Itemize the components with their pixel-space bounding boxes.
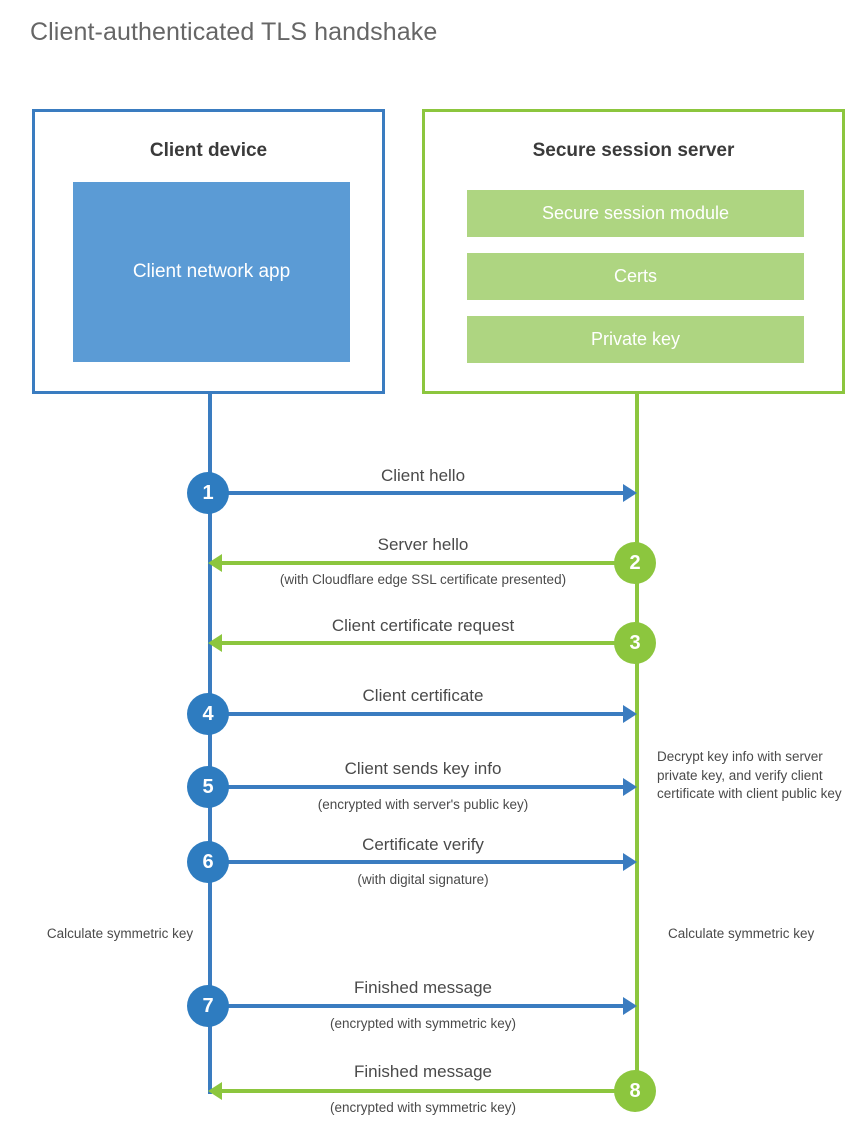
step-5-arrow-head-icon (623, 778, 637, 796)
step-2-arrow-line (222, 561, 636, 565)
server-component-secure-session-module: Secure session module (467, 190, 804, 237)
step-6-arrow-line (210, 860, 624, 864)
step-4-number-badge: 4 (187, 693, 229, 735)
step-4-arrow-head-icon (623, 705, 637, 723)
step-1-arrow-line (210, 491, 624, 495)
step-6-number-badge: 6 (187, 841, 229, 883)
step-6-sublabel: (with digital signature) (357, 872, 489, 887)
step-7-arrow-line (210, 1004, 624, 1008)
client-calculate-symmetric-key-annotation: Calculate symmetric key (46, 926, 194, 941)
step-1-label: Client hello (380, 466, 466, 485)
step-2-sublabel: (with Cloudflare edge SSL certificate pr… (279, 572, 567, 587)
client-device-box: Client device Client network app (32, 109, 385, 394)
step-3-arrow-line (222, 641, 636, 645)
step-4-arrow-line (210, 712, 624, 716)
step-2-number-badge: 2 (614, 542, 656, 584)
step-5-label: Client sends key info (344, 759, 502, 778)
server-component-private-key: Private key (467, 316, 804, 363)
step-5-sublabel: (encrypted with server's public key) (317, 797, 529, 812)
step-7-arrow-head-icon (623, 997, 637, 1015)
step-2-label: Server hello (377, 535, 469, 554)
step-7-sublabel: (encrypted with symmetric key) (329, 1016, 517, 1031)
step-3-arrow-head-icon (208, 634, 222, 652)
step-3-number-badge: 3 (614, 622, 656, 664)
step-5-arrow-line (210, 785, 624, 789)
page-title: Client-authenticated TLS handshake (30, 18, 438, 46)
step-3-label: Client certificate request (331, 616, 515, 635)
step-8-sublabel: (encrypted with symmetric key) (329, 1100, 517, 1115)
step-6-label: Certificate verify (362, 835, 484, 854)
server-component-certs: Certs (467, 253, 804, 300)
step-7-label: Finished message (354, 978, 492, 997)
client-device-title: Client device (149, 140, 268, 161)
secure-session-server-box: Secure session server Secure session mod… (422, 109, 845, 394)
step-4-label: Client certificate (362, 686, 484, 705)
step-7-number-badge: 7 (187, 985, 229, 1027)
server-decrypt-annotation: Decrypt key info with server private key… (657, 749, 842, 802)
step-5-number-badge: 5 (187, 766, 229, 808)
step-1-arrow-head-icon (623, 484, 637, 502)
step-8-arrow-line (222, 1089, 636, 1093)
step-8-arrow-head-icon (208, 1082, 222, 1100)
client-network-app-block: Client network app (73, 182, 350, 362)
step-8-number-badge: 8 (614, 1070, 656, 1112)
step-2-arrow-head-icon (208, 554, 222, 572)
client-lifeline (208, 392, 212, 1094)
step-6-arrow-head-icon (623, 853, 637, 871)
step-8-label: Finished message (354, 1062, 492, 1081)
server-lifeline (635, 392, 639, 1094)
step-1-number-badge: 1 (187, 472, 229, 514)
secure-session-server-title: Secure session server (532, 140, 735, 161)
server-calculate-symmetric-key-annotation: Calculate symmetric key (668, 926, 815, 941)
